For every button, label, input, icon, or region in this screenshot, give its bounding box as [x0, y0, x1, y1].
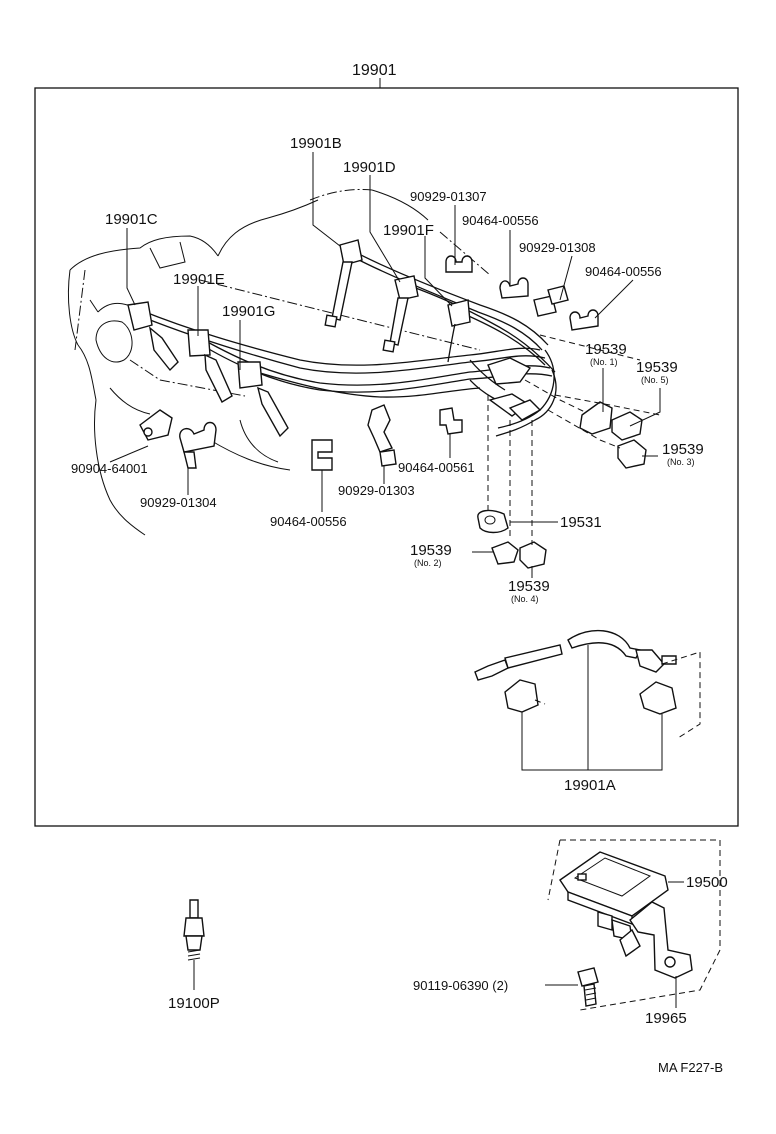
label-figure-code: MA F227-B — [658, 1060, 723, 1075]
leader-lines — [109, 152, 684, 1008]
part-labels: 19901B 19901D 90929-01307 19901C 90464-0… — [71, 135, 728, 1075]
label-holder-no5: 19539 — [636, 359, 678, 376]
label-cord-b: 19901B — [290, 135, 342, 152]
label-assy: 19901 — [352, 62, 397, 79]
label-cord-a: 19901A — [564, 777, 616, 794]
bolt — [577, 967, 599, 1007]
label-holder-no1: 19539 — [585, 341, 627, 358]
clamp-group-lower — [139, 404, 463, 471]
label-clamp-64001: 90904-64001 — [71, 461, 148, 476]
label-igniter: 19500 — [686, 874, 728, 891]
label-spark-plug: 19100P — [168, 995, 220, 1012]
label-clamp-00556-b: 90464-00556 — [585, 264, 662, 279]
label-holder-no1-sub: (No. 1) — [590, 357, 618, 367]
label-holder-19531: 19531 — [560, 514, 602, 531]
cord-boots — [127, 239, 542, 438]
label-cord-c: 19901C — [105, 211, 158, 228]
label-holder-no3-sub: (No. 3) — [667, 457, 695, 467]
label-clamp-01304: 90929-01304 — [140, 495, 217, 510]
label-holder-no2-sub: (No. 2) — [414, 558, 442, 568]
assembly-frame — [34, 87, 739, 827]
label-cord-d: 19901D — [343, 159, 396, 176]
label-clamp-00556-a: 90464-00556 — [462, 213, 539, 228]
guide-lines — [487, 334, 661, 545]
igniter — [559, 851, 669, 941]
label-holder-no4-sub: (No. 4) — [511, 594, 539, 604]
spark-plug — [183, 899, 205, 990]
label-cord-g: 19901G — [222, 303, 275, 320]
label-clamp-01303: 90929-01303 — [338, 483, 415, 498]
label-bolt: 90119-06390 (2) — [413, 978, 508, 993]
label-clamp-01308: 90929-01308 — [519, 240, 596, 255]
holders — [477, 401, 647, 569]
label-holder-no3: 19539 — [662, 441, 704, 458]
label-clamp-00561: 90464-00561 — [398, 460, 475, 475]
label-holder-no2: 19539 — [410, 542, 452, 559]
label-clamp-01307: 90929-01307 — [410, 189, 487, 204]
label-clamp-00556-c: 90464-00556 — [270, 514, 347, 529]
label-holder-no5-sub: (No. 5) — [641, 375, 669, 385]
label-cord-e: 19901E — [173, 271, 225, 288]
label-bracket: 19965 — [645, 1010, 687, 1027]
label-holder-no4: 19539 — [508, 578, 550, 595]
label-cord-f: 19901F — [383, 222, 434, 239]
bracket — [547, 839, 721, 1011]
cord-a — [474, 629, 701, 739]
